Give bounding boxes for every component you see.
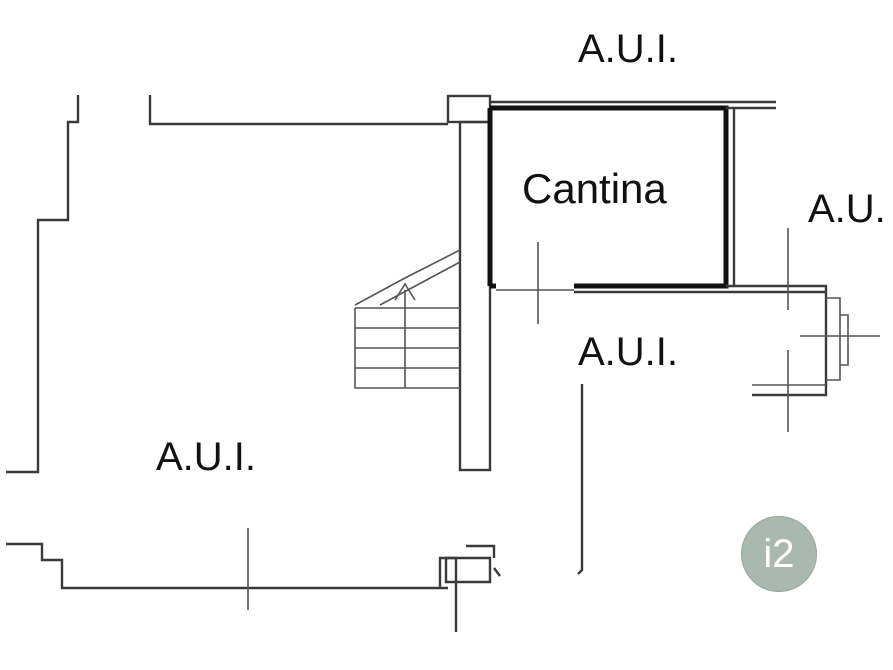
- crosshair-marks: [752, 228, 880, 432]
- label-aui-center: A.U.I.: [578, 330, 678, 374]
- corridor-steps: [826, 297, 849, 381]
- label-aui-left: A.U.I.: [156, 435, 256, 479]
- central-column: [458, 120, 492, 472]
- plan-badge: i2: [741, 516, 817, 592]
- left-wall: [6, 95, 80, 474]
- column-cap: [446, 94, 492, 124]
- top-right-wall: [490, 100, 776, 286]
- cantina-room: [487, 105, 729, 289]
- corridor: [574, 284, 828, 397]
- label-room-cantina: Cantina: [522, 165, 667, 212]
- label-aui-right: A.U.: [808, 187, 886, 231]
- lower-wall: [577, 384, 584, 575]
- staircase: [354, 249, 461, 389]
- small-fixture: [444, 544, 501, 584]
- label-aui-top: A.U.I.: [578, 27, 678, 71]
- bottom-wall: [6, 542, 448, 590]
- top-wall: [148, 95, 448, 126]
- bottom-right-wall: [438, 556, 458, 632]
